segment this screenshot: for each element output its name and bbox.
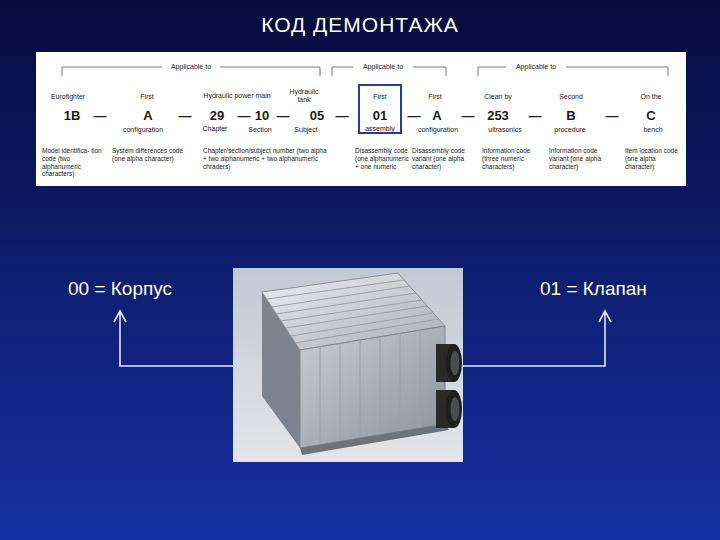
field-meaning: First [140, 93, 154, 101]
base-edge [300, 424, 449, 455]
field-description: System differences code (one alpha chara… [112, 147, 186, 163]
code-part: 253 [487, 109, 509, 123]
photo-ground [233, 268, 463, 462]
field-meaning: Clean by [484, 93, 512, 101]
bracket [566, 67, 668, 76]
group-heading: Applicable to [171, 63, 211, 71]
code-part: C [646, 109, 655, 123]
highlight-box: First 01 assembly [358, 84, 402, 134]
field-sublabel: Subject [294, 126, 317, 134]
field-description: Information code (three numeric characte… [482, 147, 546, 170]
part-label: 00 = Корпус [68, 278, 172, 300]
pipe-ring [446, 390, 462, 428]
field-meaning: Hydraulic tank [284, 88, 324, 105]
field-meaning: First [428, 93, 442, 101]
bracket [62, 67, 162, 76]
slide-title: КОД ДЕМОНТАЖА [0, 13, 720, 37]
code-dash: — [238, 109, 251, 123]
bracket [220, 67, 320, 76]
bracket-lines [62, 67, 668, 76]
code-part: A [432, 109, 441, 123]
group-heading: Applicable to [363, 63, 403, 71]
leader-line [120, 313, 233, 366]
field-meaning: On the [640, 93, 661, 101]
code-part: B [566, 109, 575, 123]
code-part: A [143, 109, 152, 123]
heat-exchanger-photo [233, 268, 463, 462]
field-meaning: Second [559, 93, 583, 101]
field-description: Model identifica- tion code (two alphanu… [42, 147, 102, 178]
field-sublabel: assembly [365, 125, 395, 133]
bracket [413, 67, 446, 76]
arrow-head [599, 311, 611, 322]
leader-arrows [114, 311, 611, 366]
code-part: 01 [373, 109, 387, 123]
field-meaning: First [373, 93, 387, 101]
code-dash: — [462, 109, 475, 123]
code-part: 05 [310, 109, 324, 123]
pipe-bore [451, 351, 460, 375]
field-sublabel: procedure [554, 126, 586, 134]
field-sublabel: ultrasonics [488, 126, 521, 134]
code-dash: — [529, 109, 542, 123]
code-part: 10 [255, 109, 269, 123]
field-description: Disassembly code (one alphanumeric + one… [355, 147, 409, 170]
field-sublabel: bench [643, 126, 662, 134]
code-part: 29 [210, 109, 224, 123]
code-dash: — [277, 109, 290, 123]
arrow-head [114, 311, 126, 322]
field-description: Chapter/section/subject number (two alph… [203, 147, 327, 170]
field-description: Information code variant (one alpha char… [549, 147, 607, 170]
pipe-bore [451, 397, 460, 421]
pipe-ring [446, 344, 462, 382]
code-dash: — [336, 109, 349, 123]
code-dash: — [408, 109, 421, 123]
bracket [332, 67, 353, 76]
field-description: Item location code (one alpha character) [625, 147, 683, 170]
leader-line [463, 313, 605, 366]
bracket [478, 67, 506, 76]
field-meaning: Hydraulic power main [203, 92, 270, 100]
code-panel: Applicable to Applicable to Applicable to E… [36, 52, 686, 186]
front-fins [320, 330, 420, 445]
code-part: 1B [64, 109, 81, 123]
group-heading: Applicable to [516, 63, 556, 71]
code-dash: — [94, 109, 107, 123]
code-dash: — [606, 109, 619, 123]
field-sublabel: Chapter [203, 125, 228, 133]
code-dash: — [179, 109, 192, 123]
field-meaning: Eurofighter [51, 93, 85, 101]
part-label: 01 = Клапан [540, 278, 647, 300]
field-sublabel: configuration [123, 126, 163, 134]
field-description: Disassembly code variant (one alpha char… [412, 147, 476, 170]
field-sublabel: Section [248, 126, 271, 134]
field-sublabel: configuration [418, 126, 458, 134]
